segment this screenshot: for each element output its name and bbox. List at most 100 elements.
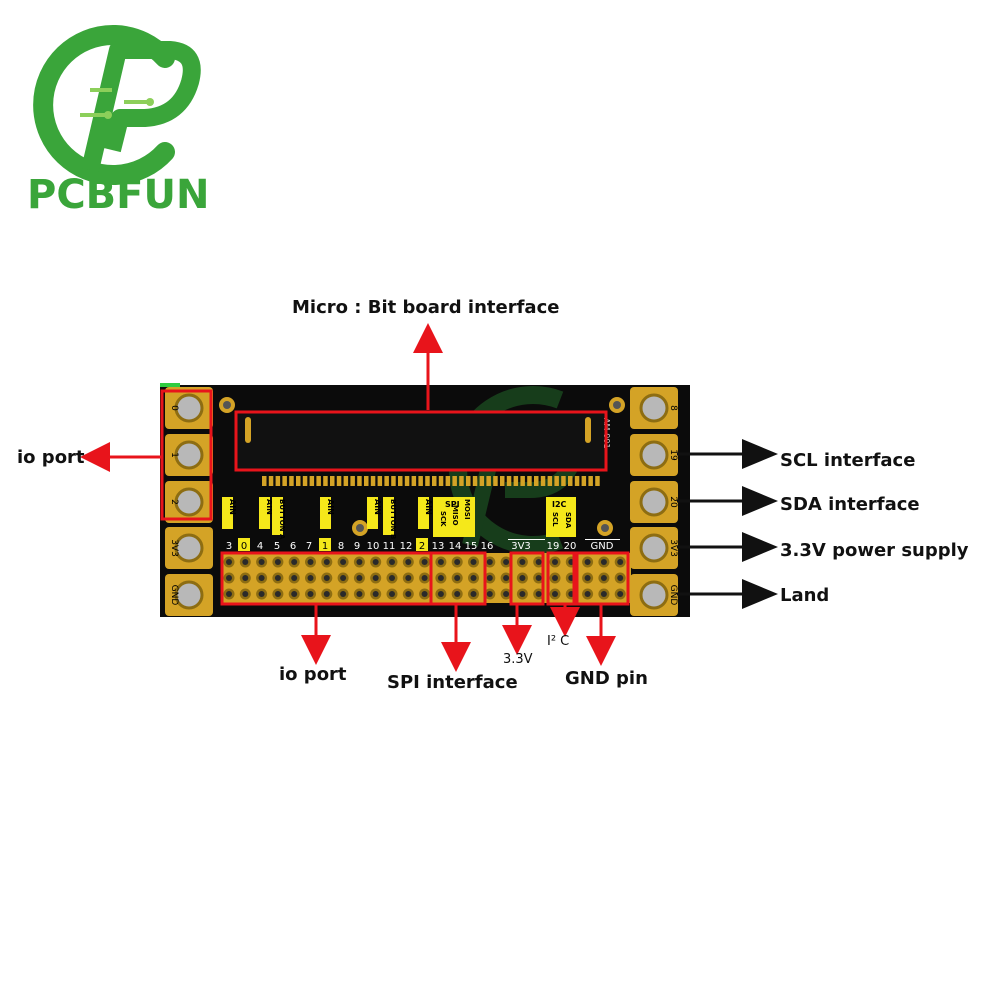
- header-hole-center: [454, 591, 461, 597]
- gold-finger: [377, 476, 383, 486]
- header-hole-center: [242, 575, 249, 581]
- logo-mark-icon: [33, 25, 201, 185]
- header-hole-center: [470, 591, 477, 597]
- pin-number: 19: [547, 541, 560, 552]
- label-i2c: I² C: [547, 634, 570, 649]
- header-hole-center: [323, 591, 330, 597]
- header-hole-center: [437, 575, 444, 581]
- header-hole-center: [356, 591, 363, 597]
- header-hole-center: [226, 591, 232, 597]
- header-hole-center: [454, 575, 461, 581]
- gold-finger: [384, 476, 389, 486]
- gold-finger: [398, 476, 403, 486]
- header-hole-center: [535, 575, 542, 581]
- silk-button-a: BUTTON A: [272, 497, 286, 540]
- svg-text:AIN: AIN: [326, 499, 335, 515]
- header-hole-center: [535, 559, 542, 565]
- pin-number: 12: [400, 541, 413, 552]
- header-hole-center: [584, 559, 591, 565]
- pin-number: 8: [338, 541, 344, 552]
- header-hole-center: [584, 575, 591, 581]
- label-sda-interface: SDA interface: [780, 494, 920, 515]
- label-spi-interface: SPI interface: [387, 672, 518, 693]
- slot-key: [245, 417, 251, 443]
- header-hole-center: [389, 575, 395, 581]
- gold-finger: [262, 476, 267, 486]
- pad-label: 8: [668, 405, 678, 411]
- silk-bar: [585, 539, 620, 540]
- gold-finger: [595, 476, 600, 486]
- gold-finger: [425, 476, 430, 486]
- header-hole-center: [617, 591, 624, 597]
- svg-text:MOSI: MOSI: [463, 499, 471, 520]
- highlight-i2c: [546, 551, 576, 606]
- header-hole-center: [470, 559, 477, 565]
- header-hole-center: [291, 559, 298, 565]
- header-hole-center: [242, 591, 249, 597]
- gold-finger: [568, 476, 573, 486]
- header-hole-center: [356, 559, 363, 565]
- header-hole-center: [437, 591, 444, 597]
- header-hole-center: [535, 591, 542, 597]
- header-hole-center: [323, 575, 330, 581]
- gold-finger: [554, 476, 559, 486]
- header-hole-center: [503, 575, 510, 581]
- gold-finger: [588, 476, 593, 486]
- pin-number-highlight: [416, 538, 428, 551]
- header-hole-center: [274, 591, 281, 597]
- pad-hole: [639, 533, 669, 563]
- highlight-3v3: [509, 551, 545, 606]
- pad-label: GND: [668, 585, 678, 606]
- pad-hole: [174, 533, 204, 563]
- header-hole-center: [291, 591, 298, 597]
- header-hole-center: [519, 559, 526, 565]
- header-hole-center: [519, 591, 526, 597]
- header-hole-center: [356, 575, 363, 581]
- pin-number: 3V3: [511, 541, 531, 552]
- mount-hole-center: [356, 524, 364, 532]
- gold-finger: [282, 476, 287, 486]
- header-hole-center: [340, 591, 347, 597]
- header-hole-center: [405, 559, 412, 565]
- silk-spi: SPI SCK MISO MOSI: [433, 497, 475, 537]
- pad-hole: [174, 440, 204, 470]
- pin-number: 11: [383, 541, 396, 552]
- pad-hole: [174, 393, 204, 423]
- svg-text:BUTTON B: BUTTON B: [389, 499, 397, 539]
- pad-right-4: GND: [630, 574, 678, 616]
- header-hole-center: [242, 559, 249, 565]
- gold-finger: [404, 476, 410, 486]
- gold-finger: [275, 476, 281, 486]
- gold-finger: [418, 476, 423, 486]
- gold-finger: [302, 476, 308, 486]
- gold-finger: [411, 476, 417, 486]
- svg-text:MISO: MISO: [451, 505, 459, 526]
- pin-number: 3: [226, 541, 232, 552]
- pad-label: 2: [169, 499, 179, 505]
- pin-number: 1: [322, 541, 328, 552]
- gold-finger: [452, 476, 457, 486]
- header-hole-center: [486, 575, 493, 581]
- pin-number: 4: [257, 541, 263, 552]
- silk-i2c: I2C SCL SDA: [546, 497, 576, 537]
- pad-label: 3V3: [169, 539, 179, 557]
- header-hole-center: [226, 575, 232, 581]
- pad-hole: [174, 580, 204, 610]
- svg-text:AIN: AIN: [228, 499, 237, 515]
- label-scl-interface: SCL interface: [780, 450, 916, 471]
- label-io-port-bottom: io port: [279, 664, 347, 685]
- pin-number: 10: [367, 541, 380, 552]
- silk-bar: [508, 539, 545, 540]
- header-hole-center: [291, 575, 298, 581]
- pin-number-highlight: [319, 538, 331, 551]
- brand-name: PCBFUN: [27, 172, 210, 218]
- header-hole-center: [486, 559, 493, 565]
- highlight-io-left: [160, 389, 213, 521]
- pin-number: 2: [419, 541, 425, 552]
- header-hole-center: [307, 559, 314, 565]
- gold-finger: [493, 476, 498, 486]
- header-holes: [223, 556, 626, 600]
